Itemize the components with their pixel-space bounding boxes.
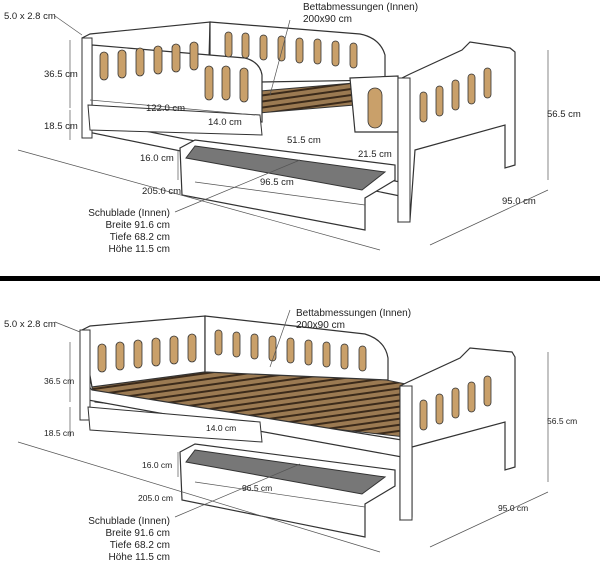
side-height-label: 36.5 cm bbox=[44, 69, 78, 80]
total-length-label: 205.0 cm bbox=[138, 493, 173, 503]
bed-drawing-2 bbox=[17, 309, 549, 553]
bed-diagram-panel-1: 5.0 x 2.8 cm Bettabmessungen (Innen) 200… bbox=[0, 0, 600, 275]
drawer-back bbox=[87, 406, 263, 443]
end-gap-label: 21.5 cm bbox=[358, 149, 392, 160]
bed-inner-title-line2: 200x90 cm bbox=[303, 14, 352, 25]
inner-opening-label: 51.5 cm bbox=[287, 135, 321, 146]
total-height-label: 56.5 cm bbox=[547, 416, 578, 426]
drawer-info-1: Schublade (Innen) Breite 91.6 cm Tiefe 6… bbox=[80, 208, 170, 256]
left-front-leg bbox=[79, 329, 91, 421]
drawer-info-width: Breite 91.6 cm bbox=[105, 220, 170, 231]
right-front-leg bbox=[397, 77, 411, 223]
leg-height-label: 18.5 cm bbox=[44, 121, 78, 132]
panel-divider bbox=[0, 276, 600, 281]
total-width-label: 95.0 cm bbox=[502, 196, 536, 207]
rail-length-label: 122.0 cm bbox=[146, 103, 186, 114]
drawer-info-2: Schublade (Innen) Breite 91.6 cm Tiefe 6… bbox=[78, 516, 170, 564]
dimension-lines bbox=[17, 309, 549, 553]
bed-inner-title: Bettabmessungen (Innen) 200x90 cm bbox=[296, 308, 411, 332]
bed-inner-title: Bettabmessungen (Innen) 200x90 cm bbox=[303, 2, 418, 26]
left-front-leg bbox=[81, 37, 93, 139]
side-height-label: 36.5 cm bbox=[44, 376, 75, 386]
bed-drawing-1 bbox=[17, 15, 549, 251]
total-height-label: 56.5 cm bbox=[547, 109, 581, 120]
right-front-leg bbox=[399, 385, 413, 521]
bed-inner-title-line2: 200x90 cm bbox=[296, 320, 345, 331]
total-width-label: 95.0 cm bbox=[498, 503, 529, 513]
front-rail-left bbox=[91, 44, 263, 123]
dimension-lines bbox=[17, 15, 549, 251]
post-size-label: 5.0 x 2.8 cm bbox=[4, 319, 56, 330]
drawer-bottom bbox=[185, 449, 387, 495]
drawer-height-label: 16.0 cm bbox=[142, 460, 173, 470]
headboard-cutouts bbox=[99, 31, 492, 129]
drawer-width-label: 96.5 cm bbox=[260, 177, 294, 188]
drawer-width-label: 96.5 cm bbox=[242, 483, 273, 493]
total-length-label: 205.0 cm bbox=[142, 186, 182, 197]
bed-inner-title-line1: Bettabmessungen (Innen) bbox=[303, 2, 419, 13]
drawer-height-label: 16.0 cm bbox=[140, 153, 174, 164]
headboard-cutouts bbox=[97, 329, 492, 431]
drawer-info-depth: Tiefe 68.2 cm bbox=[109, 540, 170, 551]
drawer-bottom bbox=[185, 145, 387, 191]
right-headboard bbox=[397, 41, 516, 223]
drawer-info-title: Schublade (Innen) bbox=[88, 516, 170, 527]
gap-label: 14.0 cm bbox=[208, 117, 242, 128]
drawer-info-title: Schublade (Innen) bbox=[88, 208, 170, 219]
drawer-info-height: Höhe 11.5 cm bbox=[108, 244, 170, 255]
drawer-info-height: Höhe 11.5 cm bbox=[108, 552, 170, 563]
drawer-info-depth: Tiefe 68.2 cm bbox=[109, 232, 170, 243]
bed-diagram-panel-2: 5.0 x 2.8 cm Bettabmessungen (Innen) 200… bbox=[0, 282, 600, 563]
drawer-info-width: Breite 91.6 cm bbox=[105, 528, 170, 539]
gap-label: 14.0 cm bbox=[206, 423, 237, 433]
leg-height-label: 18.5 cm bbox=[44, 428, 75, 438]
post-size-label: 5.0 x 2.8 cm bbox=[4, 11, 56, 22]
bed-inner-title-line1: Bettabmessungen (Innen) bbox=[296, 308, 412, 319]
drawer-back bbox=[87, 104, 263, 136]
right-headboard bbox=[399, 347, 516, 521]
